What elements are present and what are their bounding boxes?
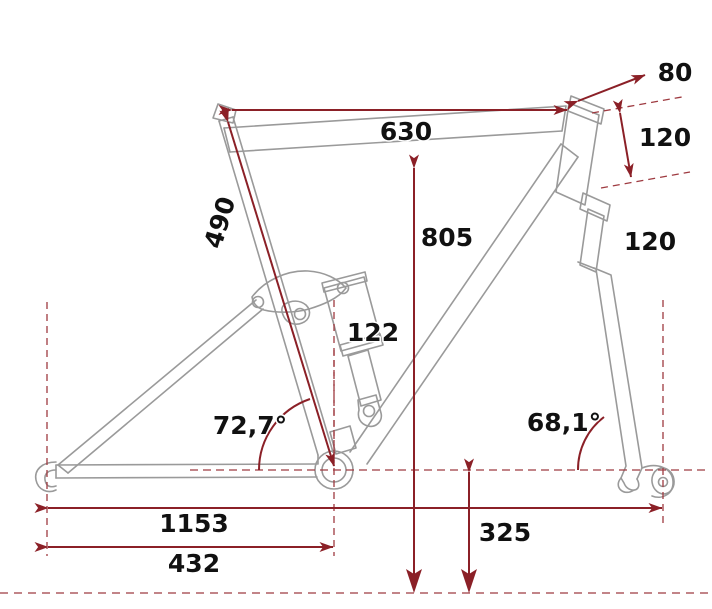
chainstay-shape xyxy=(55,463,318,479)
extension-lines-group xyxy=(0,96,712,594)
dim-label-805: 805 xyxy=(421,223,473,252)
arrowhead-805-bottom xyxy=(406,569,422,593)
ext-line-head-tube-bottom xyxy=(600,171,691,189)
down-tube-shape xyxy=(349,143,579,465)
dim-line-490 xyxy=(219,107,335,467)
dim-label-seat-angle: 72,7° xyxy=(213,411,287,440)
dim-label-80: 80 xyxy=(658,58,693,87)
dim-label-122: 122 xyxy=(347,318,399,347)
dim-label-630: 630 xyxy=(380,117,432,146)
ext-line-head-tube-top xyxy=(591,96,683,114)
dim-label-fork-120: 120 xyxy=(624,227,676,256)
dimension-head-tube-120: 120 xyxy=(612,98,693,178)
seatstay-shape xyxy=(57,299,264,474)
fork-shape xyxy=(577,208,675,498)
dimension-seat-angle: 72,7° xyxy=(211,398,311,471)
dim-label-490: 490 xyxy=(198,193,241,251)
dim-label-head-120: 120 xyxy=(639,123,691,152)
dim-label-432: 432 xyxy=(168,549,220,578)
dim-label-head-angle: 68,1° xyxy=(527,408,601,437)
annotation-shock-122: 122 xyxy=(345,317,400,349)
dim-label-1153: 1153 xyxy=(159,509,229,538)
angle-arc-seat-tube xyxy=(258,398,311,471)
dimension-top-tube-630: 630 xyxy=(218,105,568,148)
dimension-offset-80: 80 xyxy=(563,57,694,111)
rear-dropout-shape xyxy=(34,461,57,493)
dimension-head-angle: 68,1° xyxy=(525,407,605,471)
dim-line-80 xyxy=(563,74,646,111)
dim-label-325: 325 xyxy=(479,518,531,547)
arrowhead-325-bottom xyxy=(461,569,477,593)
annotation-fork-travel-120: 120 xyxy=(622,226,677,258)
dimension-chainstay-432: 432 xyxy=(34,542,334,580)
baseline-arrowheads xyxy=(406,569,477,593)
dimension-stack-805: 805 xyxy=(409,154,475,589)
dim-line-head-120 xyxy=(612,98,634,178)
angle-arc-head-tube xyxy=(576,416,605,471)
dimension-wheelbase-1153: 1153 xyxy=(34,503,663,540)
dimension-bb-height-325: 325 xyxy=(464,458,533,589)
frame-outline-group xyxy=(34,95,675,498)
